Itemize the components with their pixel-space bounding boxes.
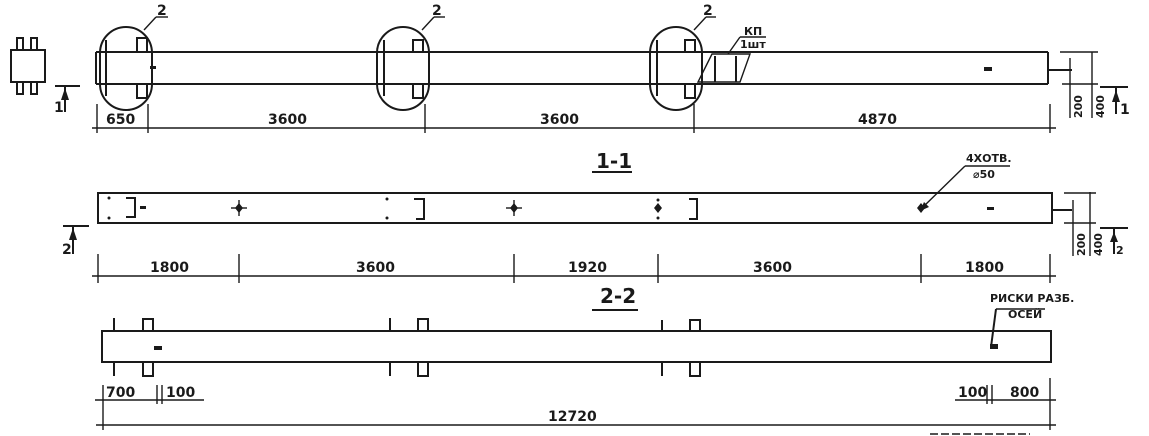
plan-dimension-chain: 650 3600 3600 4870 xyxy=(92,104,1056,133)
svg-text:1: 1 xyxy=(54,100,64,116)
section-1-1-dimension-chain: 1800 3600 1920 3600 1800 xyxy=(92,254,1056,283)
svg-text:2: 2 xyxy=(157,3,167,19)
section-1-1: 1-1 4ХОТВ. ⌀50 xyxy=(62,149,1128,283)
svg-text:2: 2 xyxy=(432,3,442,19)
svg-text:4ХОТВ.: 4ХОТВ. xyxy=(966,152,1012,165)
svg-text:2-2: 2-2 xyxy=(600,284,636,308)
svg-text:РИСКИ РАЗБ.: РИСКИ РАЗБ. xyxy=(990,292,1074,305)
section-marker-1-right: 1 xyxy=(1100,86,1130,118)
svg-text:100: 100 xyxy=(958,385,987,401)
svg-text:КП: КП xyxy=(744,25,762,38)
lifting-loop-2: 2 xyxy=(376,3,445,111)
beam-body-2-2 xyxy=(101,330,1052,363)
svg-text:100: 100 xyxy=(166,385,195,401)
section-marker-1-left: 1 xyxy=(54,85,80,116)
svg-text:2: 2 xyxy=(1116,244,1124,257)
section-1-1-height-dims: 200 400 xyxy=(1064,192,1105,256)
svg-text:700: 700 xyxy=(106,385,135,401)
hole-note: 4ХОТВ. ⌀50 xyxy=(920,152,1012,211)
svg-text:200: 200 xyxy=(1072,95,1085,118)
section-marker-2-right: 2 xyxy=(1100,227,1128,257)
svg-text:1800: 1800 xyxy=(965,260,1004,276)
plan-view: 1 2 2 xyxy=(10,3,1130,133)
svg-text:1920: 1920 xyxy=(568,260,607,276)
section-2-2-local-dims: 700 100 100 800 xyxy=(95,378,1056,430)
svg-text:3600: 3600 xyxy=(268,112,307,128)
svg-text:800: 800 xyxy=(1010,385,1039,401)
svg-text:1800: 1800 xyxy=(150,260,189,276)
svg-text:650: 650 xyxy=(106,112,135,128)
svg-text:1: 1 xyxy=(1120,102,1130,118)
svg-text:400: 400 xyxy=(1092,233,1105,256)
svg-text:400: 400 xyxy=(1094,95,1107,118)
plan-height-dims: 200 400 xyxy=(1060,51,1107,118)
svg-text:3600: 3600 xyxy=(540,112,579,128)
beam-body-1-1 xyxy=(97,192,1053,224)
svg-text:2: 2 xyxy=(703,3,713,19)
holes-d50 xyxy=(231,198,925,220)
svg-text:2: 2 xyxy=(62,242,72,258)
section-marker-2-left: 2 xyxy=(62,225,89,258)
svg-text:ОСЕЙ: ОСЕЙ xyxy=(1008,308,1042,321)
cross-section-symbol xyxy=(10,37,46,95)
section-2-2: 2-2 РИСКИ РАЗБ. ОСЕЙ 700 100 xyxy=(95,284,1074,435)
svg-text:1-1: 1-1 xyxy=(596,149,632,173)
svg-text:3600: 3600 xyxy=(753,260,792,276)
svg-text:4870: 4870 xyxy=(858,112,897,128)
svg-text:200: 200 xyxy=(1075,233,1088,256)
svg-text:12720: 12720 xyxy=(548,409,597,425)
lifting-loop-1: 2 xyxy=(99,3,168,111)
frame-kp: КП 1шт xyxy=(696,25,766,83)
svg-text:⌀50: ⌀50 xyxy=(973,168,995,181)
overall-length-dim: 12720 xyxy=(96,409,1056,435)
svg-text:3600: 3600 xyxy=(356,260,395,276)
svg-text:1шт: 1шт xyxy=(740,38,766,51)
axis-marks-note: РИСКИ РАЗБ. ОСЕЙ xyxy=(990,292,1074,349)
lifting-loop-3: 2 xyxy=(649,3,716,111)
